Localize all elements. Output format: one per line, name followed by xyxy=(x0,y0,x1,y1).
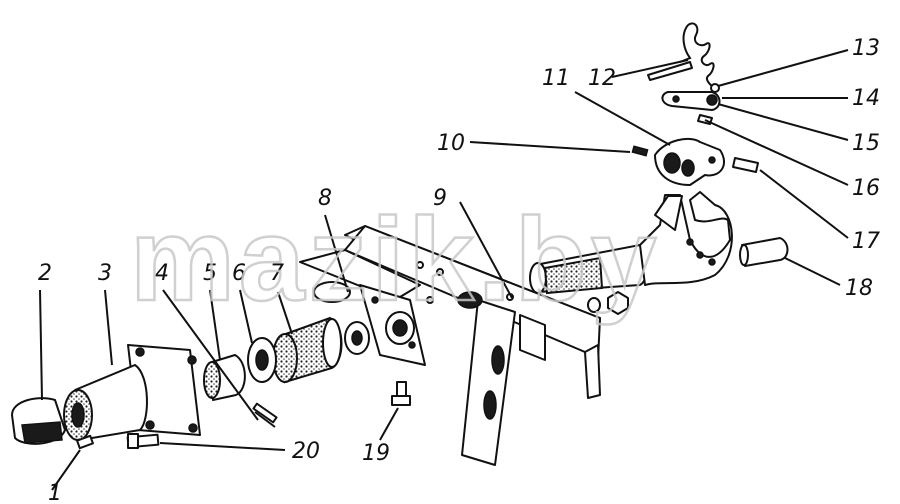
frame-rail xyxy=(344,225,601,466)
bracket-8 xyxy=(299,249,426,366)
pedal-shaft xyxy=(529,191,733,295)
pin-18 xyxy=(739,237,789,267)
bushing-5 xyxy=(203,354,246,401)
callout-3: 3 xyxy=(98,261,112,286)
callout-9: 9 xyxy=(433,186,447,211)
callout-14: 14 xyxy=(852,86,880,111)
leader-lines xyxy=(39,49,849,491)
lever-11 xyxy=(654,137,725,186)
ring-6 xyxy=(247,337,277,383)
callouts: 1 2 3 4 5 6 7 8 9 10 11 12 13 14 15 16 1… xyxy=(38,36,880,504)
callout-7: 7 xyxy=(270,261,284,286)
bolt-19 xyxy=(391,381,411,406)
cap-2 xyxy=(11,397,66,445)
callout-19: 19 xyxy=(362,441,390,466)
nuts xyxy=(587,291,629,315)
chain xyxy=(647,22,720,93)
pin-17 xyxy=(732,157,759,173)
callout-12: 12 xyxy=(588,66,616,91)
callout-8: 8 xyxy=(318,186,332,211)
bolt-20 xyxy=(126,402,278,449)
callout-15: 15 xyxy=(852,131,880,156)
callout-11: 11 xyxy=(542,66,570,91)
bolt-1 xyxy=(76,434,94,450)
housing-3 xyxy=(63,344,201,441)
callout-16: 16 xyxy=(852,176,880,201)
callout-10: 10 xyxy=(437,131,465,156)
watermark: mazik.by xyxy=(130,194,660,326)
washer xyxy=(344,321,370,355)
callout-4: 4 xyxy=(155,261,169,286)
pin-10 xyxy=(631,145,649,157)
callout-18: 18 xyxy=(845,276,873,301)
callout-13: 13 xyxy=(852,36,880,61)
callout-1: 1 xyxy=(48,481,62,504)
callout-20: 20 xyxy=(292,439,320,464)
callout-2: 2 xyxy=(38,261,52,286)
callout-5: 5 xyxy=(203,261,217,286)
bushing-7 xyxy=(272,316,343,384)
plate-14 xyxy=(661,91,721,125)
callout-6: 6 xyxy=(232,261,246,286)
callout-17: 17 xyxy=(852,229,880,254)
